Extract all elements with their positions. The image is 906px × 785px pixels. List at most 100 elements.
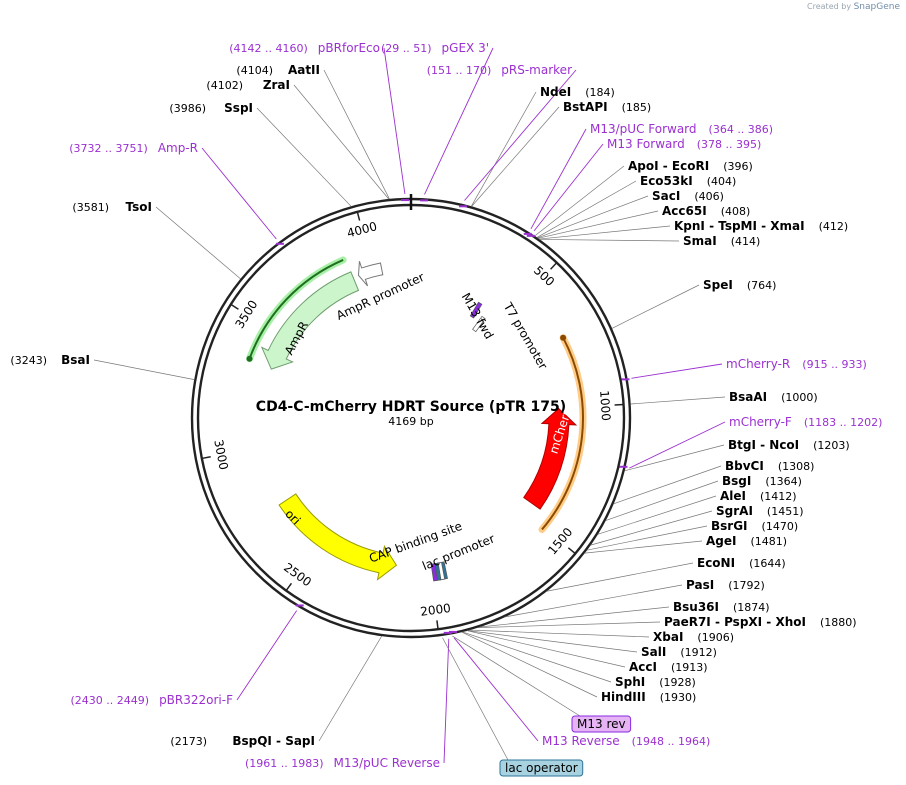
site-leader-line [537, 195, 649, 239]
tick-mark [550, 262, 558, 270]
primer-range: (915 .. 933) [802, 358, 867, 371]
enzyme-site-position: (1906) [697, 631, 734, 644]
plasmid-title: CD4-C-mCherry HDRT Source (pTR 175) [256, 399, 566, 415]
site-leader-line [534, 165, 625, 237]
site-leader-line [537, 210, 659, 239]
enzyme-site-label[interactable]: XbaI [653, 630, 683, 644]
tick-mark [436, 620, 439, 630]
enzyme-site-position: (406) [694, 190, 724, 203]
enzyme-site-label[interactable]: BsgI [722, 474, 751, 488]
primer-range: (1961 .. 1983) [245, 757, 324, 770]
enzyme-site-label[interactable]: AleI [720, 489, 746, 503]
feature-ampr [260, 271, 360, 370]
enzyme-site-label[interactable]: AgeI [706, 534, 736, 548]
primer-leader-line [464, 69, 577, 201]
site-leader-line [467, 630, 638, 653]
enzyme-site-label[interactable]: SgrAI [716, 504, 753, 518]
enzyme-site-label[interactable]: SphI [615, 675, 645, 689]
enzyme-site-position: (408) [721, 205, 751, 218]
m13-fwd-marker [469, 301, 483, 319]
site-leader-line [584, 540, 703, 554]
primer-leader-line [629, 421, 726, 469]
primer-leader-line [201, 147, 277, 240]
primer-range: (3732 .. 3751) [69, 142, 148, 155]
primer-label[interactable]: mCherry-F [729, 415, 792, 429]
primer-label[interactable]: pBRforEco [318, 41, 380, 55]
tick-label: 4000 [345, 219, 378, 240]
enzyme-site-label[interactable]: TsoI [126, 200, 152, 214]
site-leader-line [597, 495, 717, 535]
label-m13-fwd: M13 fwd [459, 290, 497, 341]
site-leader-line [630, 396, 726, 405]
primer-range: (378 .. 395) [697, 138, 762, 151]
feature-ampr-promoter [357, 261, 384, 287]
site-leader-line [469, 629, 650, 638]
plasmid-size: 4169 bp [388, 415, 433, 428]
site-leader-line [605, 480, 719, 521]
enzyme-site-label[interactable]: Eco53kI [640, 174, 693, 188]
enzyme-site-label[interactable]: BsaI [61, 353, 90, 367]
boxed-feature-label[interactable]: lac operator [505, 761, 578, 775]
enzyme-site-label[interactable]: PasI [686, 578, 714, 592]
enzyme-site-label[interactable]: Bsu36I [673, 600, 719, 614]
enzyme-site-position: (1644) [749, 557, 786, 570]
enzyme-site-position: (414) [731, 235, 761, 248]
primer-leader-line [533, 143, 604, 232]
primer-label[interactable]: pRS-marker [501, 63, 572, 77]
enzyme-site-label[interactable]: NdeI [540, 85, 571, 99]
enzyme-site-position: (396) [723, 160, 753, 173]
enzyme-site-label[interactable]: AccI [629, 660, 657, 674]
primer-label[interactable]: M13 Reverse [542, 734, 620, 748]
enzyme-site-label[interactable]: SalI [641, 645, 666, 659]
enzyme-site-label[interactable]: BsaAI [729, 390, 767, 404]
enzyme-site-label[interactable]: KpnI - TspMI - XmaI [674, 219, 805, 233]
AmpR-outline-tip [246, 355, 253, 362]
site-leader-line [462, 631, 612, 683]
enzyme-site-position: (412) [819, 220, 849, 233]
site-leader-line [539, 239, 680, 242]
primer-label[interactable]: mCherry-R [726, 357, 790, 371]
enzyme-site-label[interactable]: BtgI - NcoI [728, 438, 799, 452]
enzyme-site-label[interactable]: BspQI - SapI [232, 734, 315, 748]
site-leader-line [256, 107, 352, 207]
enzyme-site-label[interactable]: SacI [652, 189, 680, 203]
enzyme-site-label[interactable]: ApoI - EcoRI [628, 159, 709, 173]
site-leader-line [479, 606, 670, 628]
primer-label[interactable]: M13/pUC Reverse [334, 756, 441, 770]
site-leader-line [611, 284, 700, 329]
enzyme-site-label[interactable]: EcoNI [697, 556, 735, 570]
site-leader-line [318, 635, 383, 742]
site-leader-line [536, 180, 637, 238]
enzyme-site-label[interactable]: SpeI [703, 278, 733, 292]
label-t7-promoter: T7 promoter [500, 299, 550, 371]
primer-label[interactable]: M13/pUC Forward [590, 122, 697, 136]
enzyme-site-position: (1913) [671, 661, 708, 674]
enzyme-site-label[interactable]: BstAPI [563, 100, 608, 114]
enzyme-site-label[interactable]: ZraI [263, 78, 290, 92]
tick-label: 2500 [281, 560, 314, 589]
boxed-feature-label[interactable]: M13 rev [577, 717, 626, 731]
primer-label[interactable]: pBR322ori-F [159, 693, 233, 707]
enzyme-site-label[interactable]: BsrGI [711, 519, 748, 533]
primer-label[interactable]: M13 Forward [607, 137, 685, 151]
enzyme-site-position: (1203) [813, 439, 850, 452]
enzyme-site-label[interactable]: Acc65I [662, 204, 707, 218]
primer-range: (151 .. 170) [427, 64, 492, 77]
enzyme-site-label[interactable]: HindIII [601, 690, 646, 704]
enzyme-site-position: (764) [747, 279, 777, 292]
tick-label: 1000 [597, 390, 613, 421]
enzyme-site-label[interactable]: PaeR7I - PspXI - XhoI [664, 615, 806, 629]
primer-label[interactable]: pGEX 3' [442, 41, 489, 55]
enzyme-site-label[interactable]: AatII [288, 63, 320, 77]
site-leader-line [504, 584, 683, 618]
enzyme-site-label[interactable]: BbvCI [725, 459, 764, 473]
primer-range: (364 .. 386) [709, 123, 774, 136]
enzyme-site-position: (404) [707, 175, 737, 188]
enzyme-site-position: (3243) [10, 354, 47, 367]
primer-label[interactable]: Amp-R [158, 141, 198, 155]
tick-mark [201, 455, 211, 460]
enzyme-site-position: (1000) [781, 391, 818, 404]
enzyme-site-label[interactable]: SmaI [683, 234, 717, 248]
enzyme-site-label[interactable]: SspI [224, 101, 253, 115]
primer-leader-line [453, 637, 539, 742]
